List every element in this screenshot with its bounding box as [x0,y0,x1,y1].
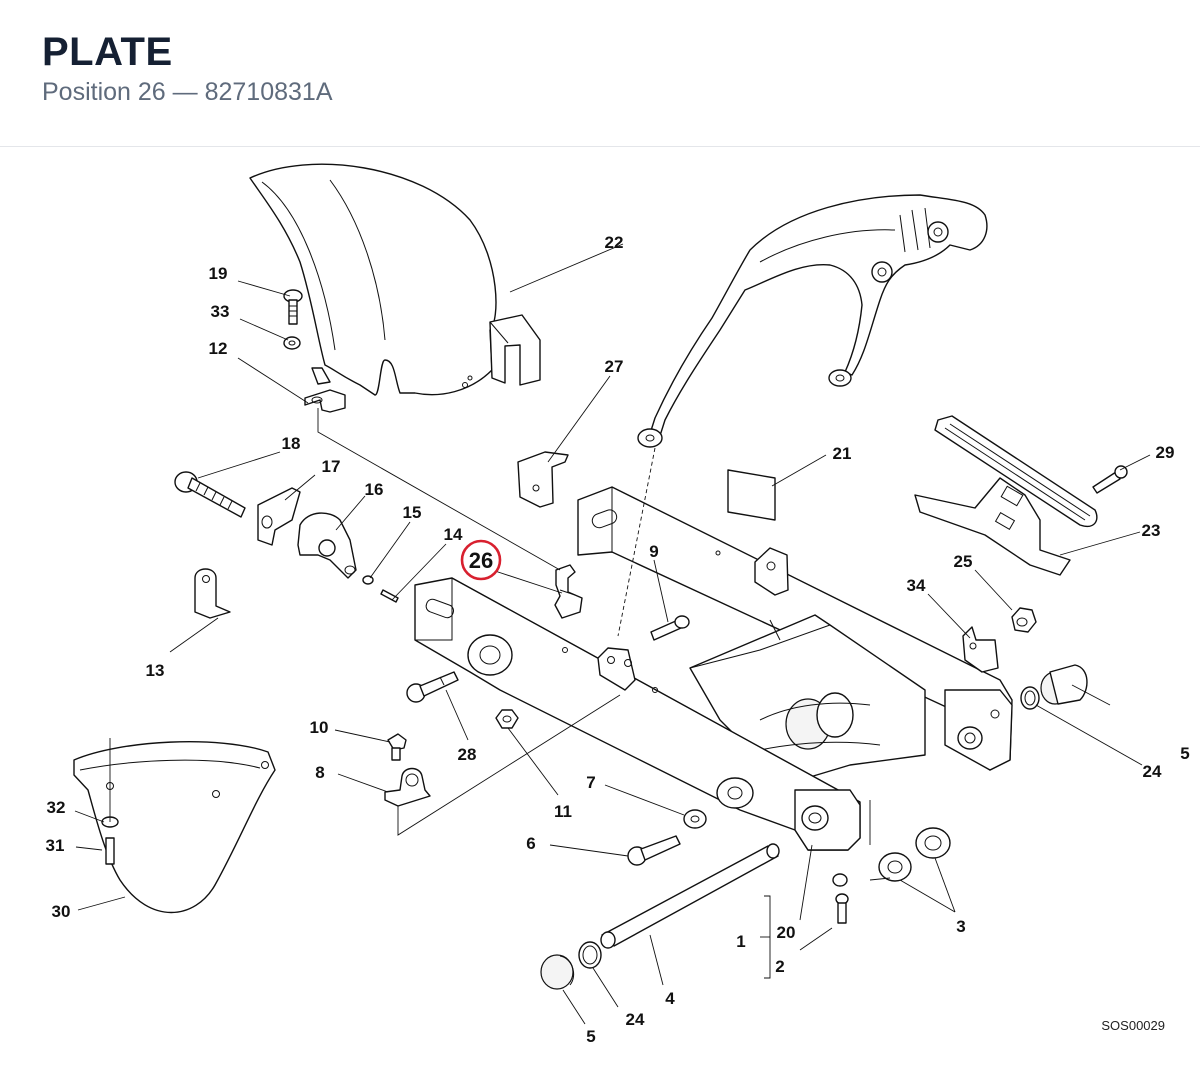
part-8-cable-clip [384,767,431,807]
callout-10[interactable]: 10 [310,718,329,737]
callout-21[interactable]: 21 [833,444,852,463]
callout-34[interactable]: 34 [907,576,926,595]
part-16-chain-adjuster [297,512,357,579]
callout-5-upper[interactable]: 5 [1180,744,1189,763]
part-2-screw [835,893,849,924]
callout-31[interactable]: 31 [46,836,65,855]
callout-8[interactable]: 8 [315,763,324,782]
part-26-plate [554,564,583,619]
part-3-washers [878,827,951,882]
part-19-screw [283,289,303,325]
part-10-screw [387,733,407,761]
callout-9[interactable]: 9 [649,542,658,561]
callout-6[interactable]: 6 [526,834,535,853]
callout-13[interactable]: 13 [146,661,165,680]
part-11-nut [495,709,519,729]
highlight-marker-26[interactable]: 26 [460,539,502,581]
callout-25[interactable]: 25 [954,552,973,571]
part-21-pad [727,469,776,521]
part-5-cap-lower [540,954,575,990]
callout-14[interactable]: 14 [444,525,463,544]
part-18-bolt [174,471,246,518]
swingarm [414,486,1013,851]
callout-32[interactable]: 32 [47,798,66,817]
part-31-screw [105,837,115,865]
part-24-circlip-upper [1020,686,1040,710]
callout-12[interactable]: 12 [209,339,228,358]
part-27-bracket-plate [517,451,569,508]
part-9-bolt [650,615,690,641]
callout-19[interactable]: 19 [209,264,228,283]
drawing-code: SOS00029 [1101,1018,1165,1033]
part-7-washer [683,809,707,829]
part-34-bracket [962,626,999,673]
callout-29[interactable]: 29 [1156,443,1175,462]
callout-2[interactable]: 2 [775,957,784,976]
part-25-nut [1011,607,1037,633]
callout-24-upper[interactable]: 24 [1143,762,1162,781]
part-14-screw [380,589,399,603]
callout-17[interactable]: 17 [322,457,341,476]
callout-4[interactable]: 4 [665,989,675,1008]
part-4-pivot-shaft [600,843,780,949]
callout-15[interactable]: 15 [403,503,422,522]
callout-1[interactable]: 1 [736,932,745,951]
exploded-parts-diagram: 26 1 2 3 4 5 5 6 7 8 9 10 11 12 13 14 15… [0,147,1200,1069]
part-5-cap-upper [1040,664,1088,705]
part-24-circlip-lower [578,941,602,969]
part-23-footpeg-bracket [914,415,1098,576]
callout-7[interactable]: 7 [586,773,595,792]
callout-labels: 1 2 3 4 5 5 6 7 8 9 10 11 12 13 14 15 16… [46,233,1190,1046]
callout-22[interactable]: 22 [605,233,624,252]
part-17-adjuster-plate [257,487,301,546]
part-12-bracket [304,367,346,413]
subframe-upper [637,194,988,448]
callout-18[interactable]: 18 [282,434,301,453]
part-13-bracket [194,568,231,619]
callout-24-lower[interactable]: 24 [626,1010,645,1029]
part-29-screw [1092,465,1128,494]
leader-lines [74,243,1151,1025]
part-20-washer [832,873,848,887]
page-header: PLATE Position 26 — 82710831A [0,0,1200,147]
highlight-ring [460,539,502,581]
callout-30[interactable]: 30 [52,902,71,921]
part-15-washer [362,575,374,585]
part-22-rear-mudguard [249,163,541,396]
page-title: PLATE [42,30,173,74]
callout-16[interactable]: 16 [365,480,384,499]
callout-23[interactable]: 23 [1142,521,1161,540]
callout-27[interactable]: 27 [605,357,624,376]
part-30-chain-guard [73,741,276,914]
callout-5-lower[interactable]: 5 [586,1027,595,1046]
part-33-washer [283,336,301,350]
part-6-bolt [627,835,681,866]
callout-11[interactable]: 11 [554,802,572,821]
diagram-canvas: 26 1 2 3 4 5 5 6 7 8 9 10 11 12 13 14 15… [46,163,1190,1046]
callout-20[interactable]: 20 [777,923,796,942]
part-28-bolt [406,671,459,703]
callout-3[interactable]: 3 [956,917,965,936]
callout-33[interactable]: 33 [211,302,230,321]
page-subtitle: Position 26 — 82710831A [42,78,333,106]
callout-28[interactable]: 28 [458,745,477,764]
callout-26[interactable]: 26 [469,548,493,573]
